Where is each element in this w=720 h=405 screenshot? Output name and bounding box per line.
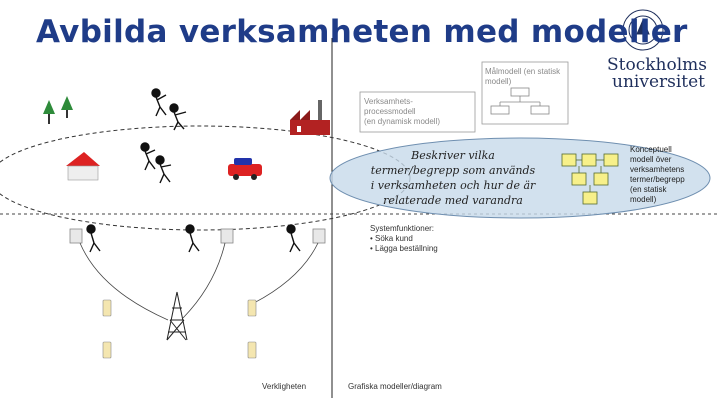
concept-model-label: Konceptuell modell över verksamhetens te… [630,145,710,205]
factory-icon [290,100,330,135]
goal-model-label-line: Målmodell (en statisk [485,67,565,77]
concept-model-label-line: Konceptuell [630,145,710,155]
process-model-label: Verksamhets- processmodell (en dynamisk … [364,97,474,127]
process-model-label-line: processmodell [364,107,474,117]
goal-model-label: Målmodell (en statisk modell) [485,67,565,87]
network-lines [80,243,318,320]
logo-text-line2: universitet [612,72,705,92]
phone-icon [103,300,256,358]
concept-model-label-line: modell) [630,195,710,205]
reality-label: Verkligheten [262,382,306,391]
concept-model-label-line: (en statisk [630,185,710,195]
process-model-label-line: Verksamhets- [364,97,474,107]
concept-model-label-line: modell över [630,155,710,165]
concept-description-line: termer/begrepp som används [358,163,548,178]
system-functions-line: Systemfunktioner: [370,224,490,234]
process-model-label-line: (en dynamisk modell) [364,117,474,127]
goal-model-label-line: modell) [485,77,565,87]
antenna-tower-icon [167,292,187,340]
computer-icon [70,229,325,243]
system-functions-line: • Söka kund [370,234,490,244]
page-title: Avbilda verksamheten med modeller [36,14,688,50]
system-functions-label: Systemfunktioner: • Söka kund • Lägga be… [370,224,490,254]
concept-description-line: relaterade med varandra [358,193,548,208]
concept-description: Beskriver vilka termer/begrepp som använ… [358,148,548,208]
house-icon [66,152,100,180]
concept-model-label-line: verksamhetens [630,165,710,175]
concept-description-line: Beskriver vilka [358,148,548,163]
system-functions-line: • Lägga beställning [370,244,490,254]
car-icon [228,158,262,180]
tree-icon [43,96,73,124]
concept-model-label-line: termer/begrepp [630,175,710,185]
graphic-models-label: Grafiska modeller/diagram [348,382,442,391]
concept-description-line: i verksamheten och hur de är [358,178,548,193]
